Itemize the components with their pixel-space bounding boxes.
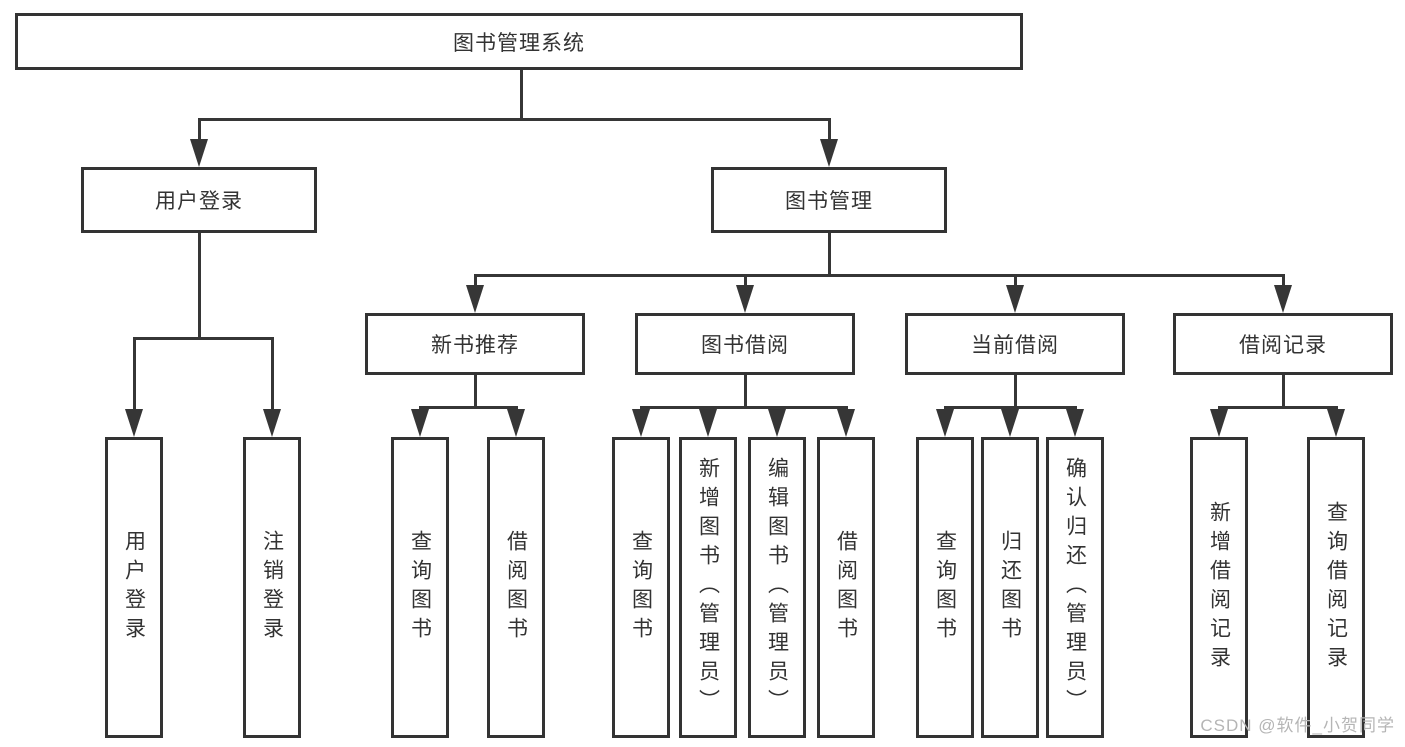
connector-l3-stem xyxy=(474,375,477,409)
arrowhead-icon xyxy=(936,409,954,437)
leaf-return-books: 归还图书 xyxy=(981,437,1039,738)
leaf-query-books-recommend-label: 查询图书 xyxy=(408,529,432,646)
arrowhead-icon xyxy=(632,409,650,437)
leaf-query-books-current-label: 查询图书 xyxy=(933,529,957,646)
leaf-borrow-books-recommend: 借阅图书 xyxy=(487,437,545,738)
leaf-add-book-admin: 新增图书（管理员） xyxy=(679,437,737,738)
leaf-user-login: 用户登录 xyxy=(105,437,163,738)
node-book-borrowing: 图书借阅 xyxy=(635,313,855,375)
connector-user-login-stem xyxy=(198,233,201,340)
leaf-confirm-return-admin: 确认归还（管理员） xyxy=(1046,437,1104,738)
connector-drop xyxy=(271,337,274,413)
connector-branch-borrowing xyxy=(640,406,848,409)
arrowhead-icon xyxy=(1001,409,1019,437)
leaf-query-books-borrowing-label: 查询图书 xyxy=(629,529,653,646)
arrowhead-icon xyxy=(1006,285,1024,313)
connector-stub xyxy=(474,274,477,290)
connector-l3-stem xyxy=(744,375,747,409)
arrowhead-icon xyxy=(1327,409,1345,437)
leaf-add-borrow-record-label: 新增借阅记录 xyxy=(1207,500,1231,675)
arrowhead-icon xyxy=(837,409,855,437)
arrowhead-icon xyxy=(736,285,754,313)
node-book-borrowing-label: 图书借阅 xyxy=(701,334,789,357)
node-borrowing-records-label: 借阅记录 xyxy=(1239,334,1327,357)
leaf-confirm-return-admin-label: 确认归还（管理员） xyxy=(1063,457,1087,718)
leaf-query-borrow-record: 查询借阅记录 xyxy=(1307,437,1365,738)
arrowhead-icon xyxy=(820,139,838,167)
connector-stub xyxy=(198,118,201,144)
arrowhead-icon xyxy=(125,409,143,437)
connector-branch-book-mgmt xyxy=(474,274,1285,277)
leaf-borrow-books-borrowing: 借阅图书 xyxy=(817,437,875,738)
leaf-logout-label: 注销登录 xyxy=(260,529,284,646)
leaf-add-book-admin-label: 新增图书（管理员） xyxy=(696,457,720,718)
connector-stub xyxy=(1014,274,1017,290)
leaf-edit-book-admin-label: 编辑图书（管理员） xyxy=(765,457,789,718)
node-book-management: 图书管理 xyxy=(711,167,947,233)
leaf-borrow-books-borrowing-label: 借阅图书 xyxy=(834,529,858,646)
arrowhead-icon xyxy=(190,139,208,167)
arrowhead-icon xyxy=(699,409,717,437)
node-new-book-recommend: 新书推荐 xyxy=(365,313,585,375)
connector-stub xyxy=(744,274,747,290)
node-library-system: 图书管理系统 xyxy=(15,13,1023,70)
arrowhead-icon xyxy=(411,409,429,437)
connector-branch-root xyxy=(198,118,831,121)
arrowhead-icon xyxy=(1274,285,1292,313)
leaf-query-borrow-record-label: 查询借阅记录 xyxy=(1324,500,1348,675)
connector-l3-stem xyxy=(1014,375,1017,409)
leaf-borrow-books-recommend-label: 借阅图书 xyxy=(504,529,528,646)
arrowhead-icon xyxy=(466,285,484,313)
leaf-logout: 注销登录 xyxy=(243,437,301,738)
node-current-borrowing: 当前借阅 xyxy=(905,313,1125,375)
connector-branch-current xyxy=(944,406,1077,409)
connector-branch-records xyxy=(1218,406,1338,409)
connector-root-stem xyxy=(520,70,523,121)
connector-stub xyxy=(828,118,831,144)
node-user-login: 用户登录 xyxy=(81,167,317,233)
leaf-return-books-label: 归还图书 xyxy=(998,529,1022,646)
leaf-add-borrow-record: 新增借阅记录 xyxy=(1190,437,1248,738)
node-library-system-label: 图书管理系统 xyxy=(453,31,585,55)
arrowhead-icon xyxy=(507,409,525,437)
leaf-user-login-label: 用户登录 xyxy=(122,529,146,646)
connector-book-mgmt-stem xyxy=(828,233,831,277)
connector-stub xyxy=(1282,274,1285,290)
arrowhead-icon xyxy=(768,409,786,437)
connector-drop xyxy=(133,337,136,413)
leaf-edit-book-admin: 编辑图书（管理员） xyxy=(748,437,806,738)
node-book-management-label: 图书管理 xyxy=(785,190,873,213)
connector-l3-stem xyxy=(1282,375,1285,409)
node-user-login-label: 用户登录 xyxy=(155,190,243,213)
node-borrowing-records: 借阅记录 xyxy=(1173,313,1393,375)
leaf-query-books-borrowing: 查询图书 xyxy=(612,437,670,738)
watermark: CSDN @软件_小贺同学 xyxy=(1200,716,1395,735)
arrowhead-icon xyxy=(1066,409,1084,437)
leaf-query-books-current: 查询图书 xyxy=(916,437,974,738)
connector-branch-recommend xyxy=(419,406,518,409)
leaf-query-books-recommend: 查询图书 xyxy=(391,437,449,738)
connector-branch-user-login xyxy=(133,337,274,340)
node-current-borrowing-label: 当前借阅 xyxy=(971,334,1059,357)
arrowhead-icon xyxy=(1210,409,1228,437)
arrowhead-icon xyxy=(263,409,281,437)
node-new-book-recommend-label: 新书推荐 xyxy=(431,334,519,357)
